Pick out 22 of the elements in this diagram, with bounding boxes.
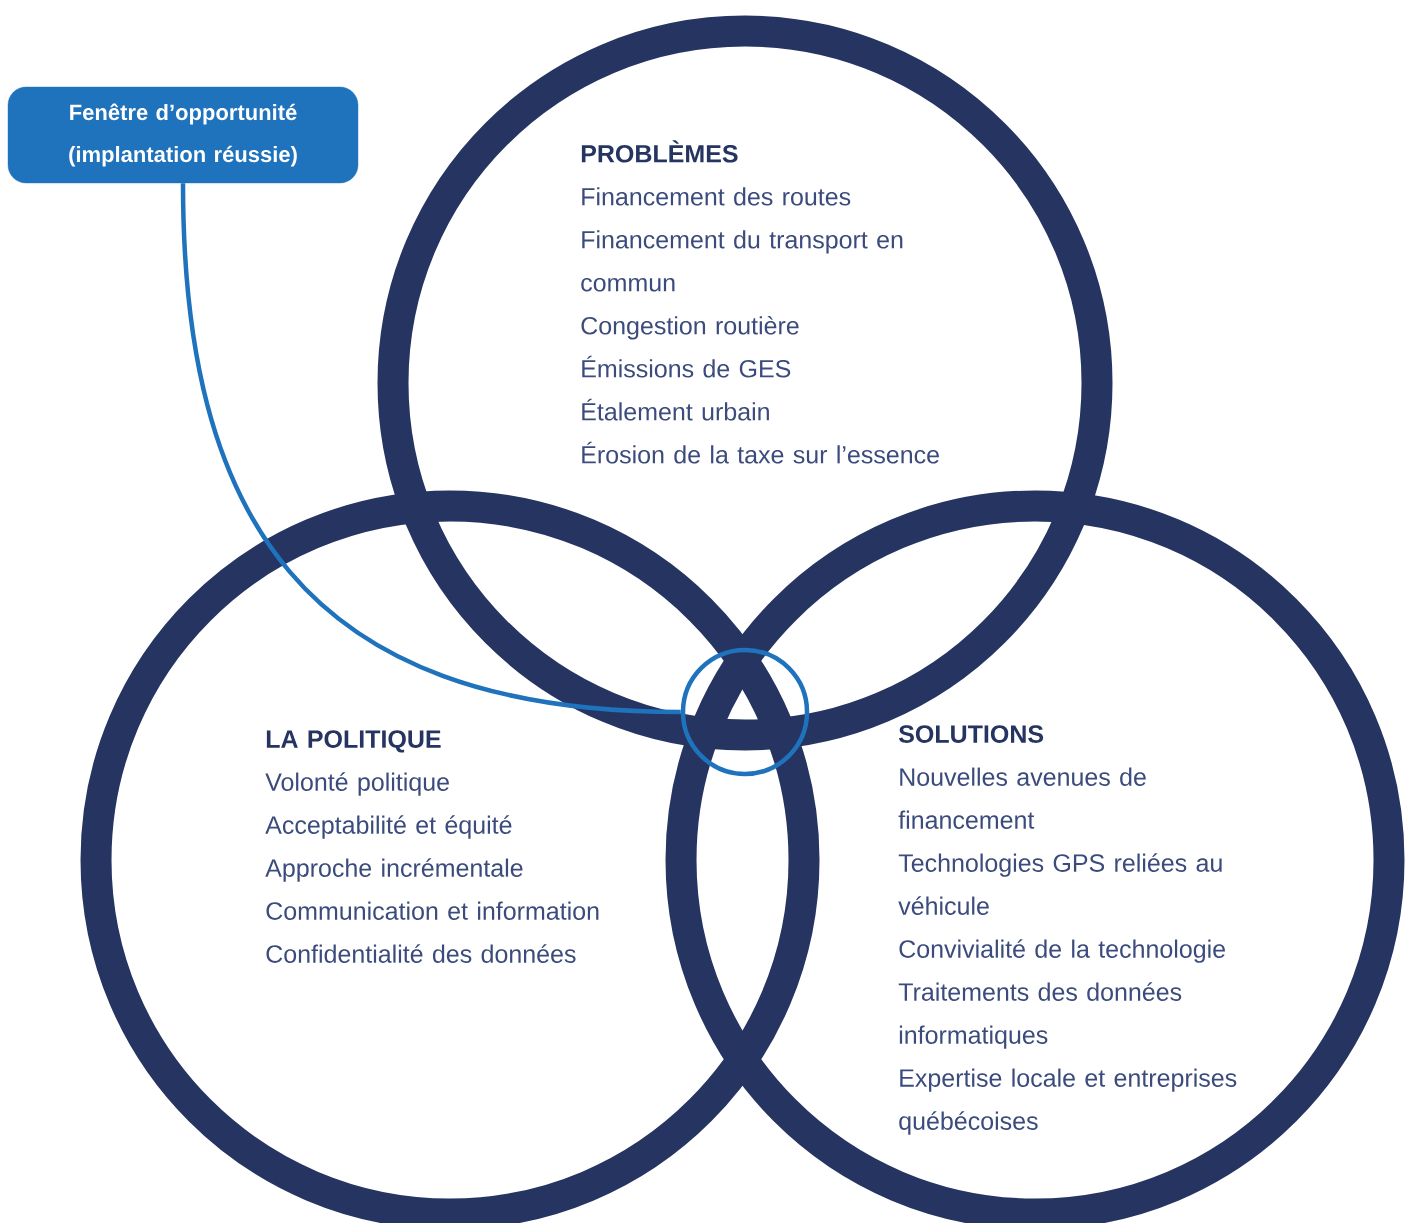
callout-box: Fenêtre d’opportunité (implantation réussie) <box>7 86 359 184</box>
circle-heading: LA POLITIQUE <box>266 730 441 753</box>
list-item: Expertise locale et entreprises québécoises <box>899 1068 1237 1135</box>
list-item: Volonté politique <box>265 772 449 796</box>
highlight-circle <box>680 647 810 777</box>
list-item: Approche incrémentale <box>265 858 523 882</box>
circle-heading: PROBLÈMES <box>581 140 738 163</box>
list-item: Confidentialité des données <box>266 944 576 963</box>
list-item: Étalement urbain <box>582 398 769 421</box>
circle-heading: SOLUTIONS <box>898 725 1044 743</box>
list-item: Érosion de la taxe sur l’essence <box>582 441 939 464</box>
list-item: Acceptabilité et équité <box>265 815 512 839</box>
list-item: Congestion routière <box>581 315 799 340</box>
list-item: Nouvelles avenues de financement <box>898 767 1146 829</box>
list-item: Financement du transport en commun <box>581 230 903 292</box>
list-item: Communication et information <box>266 901 599 920</box>
list-item: Émissions de GES <box>582 355 791 378</box>
list-item: Financement des routes <box>582 187 851 206</box>
list-item: Convivialité de la technologie <box>899 939 1225 963</box>
connector-line <box>180 183 681 715</box>
list-item: Traitements des données informatiques <box>898 982 1182 1049</box>
list-item: Technologies GPS reliées au véhicule <box>898 853 1222 915</box>
